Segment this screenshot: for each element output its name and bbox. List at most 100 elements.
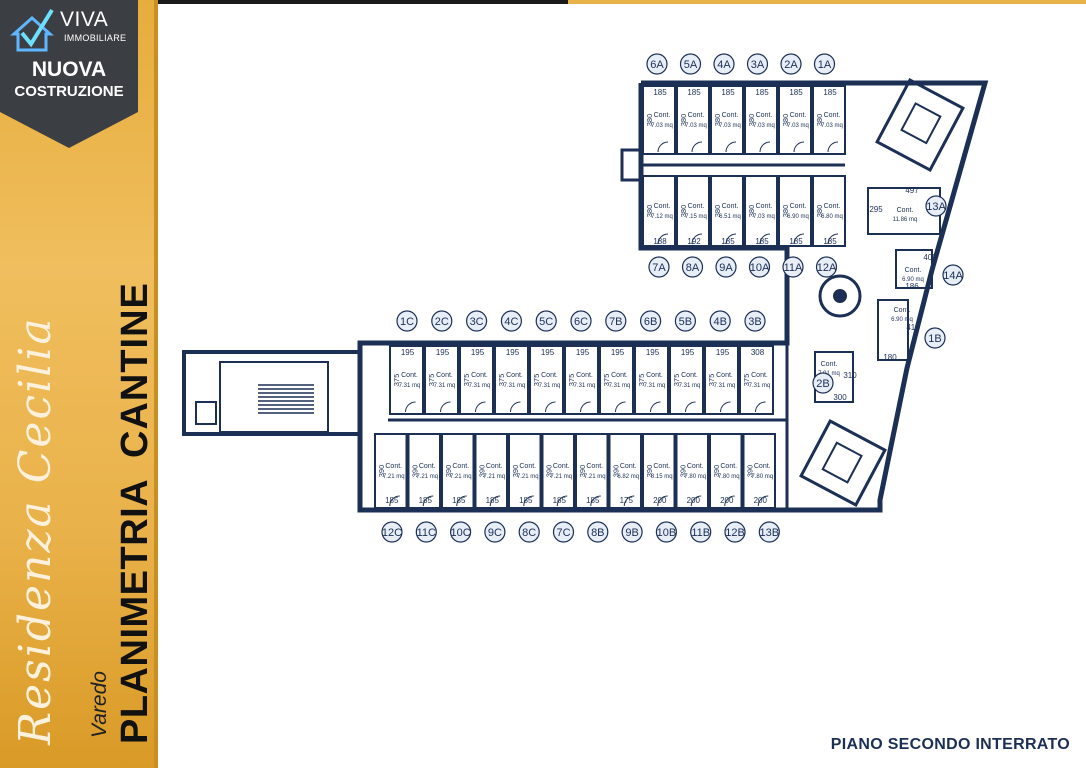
unit-label: 1A [818,59,832,71]
door-swing [793,233,805,245]
door-swing [405,401,416,413]
room-depth: 375 [392,374,401,387]
room-width: 175 [620,496,634,505]
room-word: Cont. [586,463,603,470]
storage-room [642,175,676,247]
room-width: 188 [653,237,667,246]
unit-label: 8A [686,262,700,274]
unit-label-circle [812,372,834,394]
door-swing [657,233,669,245]
elevator-shaft [195,401,217,425]
lift-top [900,102,942,145]
unit-label-circle [813,53,836,75]
room-word: Cont. [824,112,841,119]
unit-label: 9C [488,527,502,539]
room-area: 7.03 mq [685,123,707,129]
unit-label-circle [518,521,540,543]
room-area: 7.31 mq [539,383,561,389]
door-swing [389,495,400,507]
room-width: 185 [385,496,399,505]
special-room-width: 186 [905,282,919,291]
room-area: 7.21 mq [517,474,539,480]
room-width: 185 [553,496,567,505]
unit-label: 12B [725,527,745,539]
door-swing [685,401,696,413]
room-depth: 390 [578,465,587,478]
special-room-width: 180 [883,353,897,362]
door-swing [556,495,568,507]
door-swing [691,233,703,245]
room-width: 185 [419,496,433,505]
unit-label-circle [744,310,766,332]
storage-room [739,345,774,415]
room-word: Cont. [756,112,773,119]
storage-room [710,175,744,247]
room-depth: 390 [545,465,554,478]
room-depth: 380 [781,205,790,218]
room-width: 185 [721,237,735,246]
unit-label: 14A [943,270,963,282]
room-depth: 380 [713,114,722,127]
unit-label-circle [780,53,802,75]
door-swing [827,233,839,245]
room-area: 6.90 mq [787,214,809,220]
top-bar-dark [158,0,568,4]
unit-label-circle [535,310,557,332]
room-area: 6.80 mq [821,214,843,220]
door-swing [456,495,467,507]
unit-label-circle [674,310,697,332]
room-word: Cont. [681,372,698,379]
door-swing [422,495,434,507]
brand-logo-text: VIVA [60,8,109,31]
unit-label-circle [466,310,488,332]
unit-label-circle [396,310,418,332]
brand-badge [0,0,138,148]
room-area: 7.80 mq [684,474,706,480]
storage-room [508,433,542,509]
storage-room [474,433,508,509]
unit-label-circle [640,310,662,332]
room-depth: 380 [679,205,688,218]
room-width: 185 [586,496,600,505]
brand-logo-subtext: IMMOBILIARE [64,33,127,43]
room-width: 200 [754,496,768,505]
room-word: Cont. [654,112,671,119]
door-swing [489,495,501,507]
unit-label-circle [450,521,472,543]
room-depth: 380 [645,205,654,218]
unit-label: 4B [713,316,726,328]
room-word: Cont. [722,112,739,119]
room-depth: 390 [612,465,621,478]
room-width: 200 [687,496,701,505]
room-word: Cont. [722,203,739,210]
left-stair-block [182,350,362,436]
unit-label: 2A [784,59,798,71]
room-area: 7.03 mq [787,123,809,129]
sidebar-panel: VIVA IMMOBILIARE NUOVA COSTRUZIONE Resid… [0,0,158,768]
storage-room [669,345,704,415]
unit-label-circle [748,256,771,278]
room-width: 195 [611,348,625,357]
unit-label-circle [381,521,403,543]
room-depth: 375 [742,374,751,387]
unit-label: 13A [926,201,946,213]
unit-label: 7B [609,316,622,328]
storage-room [608,433,642,509]
door-swing [623,495,635,507]
door-swing [590,495,601,507]
storage-room [642,85,676,155]
door-swing [725,141,737,153]
unit-label: 8B [591,527,604,539]
special-room-area: 6.90 mq [891,317,913,323]
storage-room [634,345,669,415]
door-swing [615,401,626,413]
room-word: Cont. [486,463,503,470]
room-word: Cont. [754,463,771,470]
door-swing [523,495,534,507]
room-word: Cont. [620,463,637,470]
room-area: 7.31 mq [574,383,596,389]
room-word: Cont. [419,463,436,470]
room-area: 7.31 mq [749,383,771,389]
unit-label: 3A [751,59,765,71]
unit-label-circle [690,521,712,543]
